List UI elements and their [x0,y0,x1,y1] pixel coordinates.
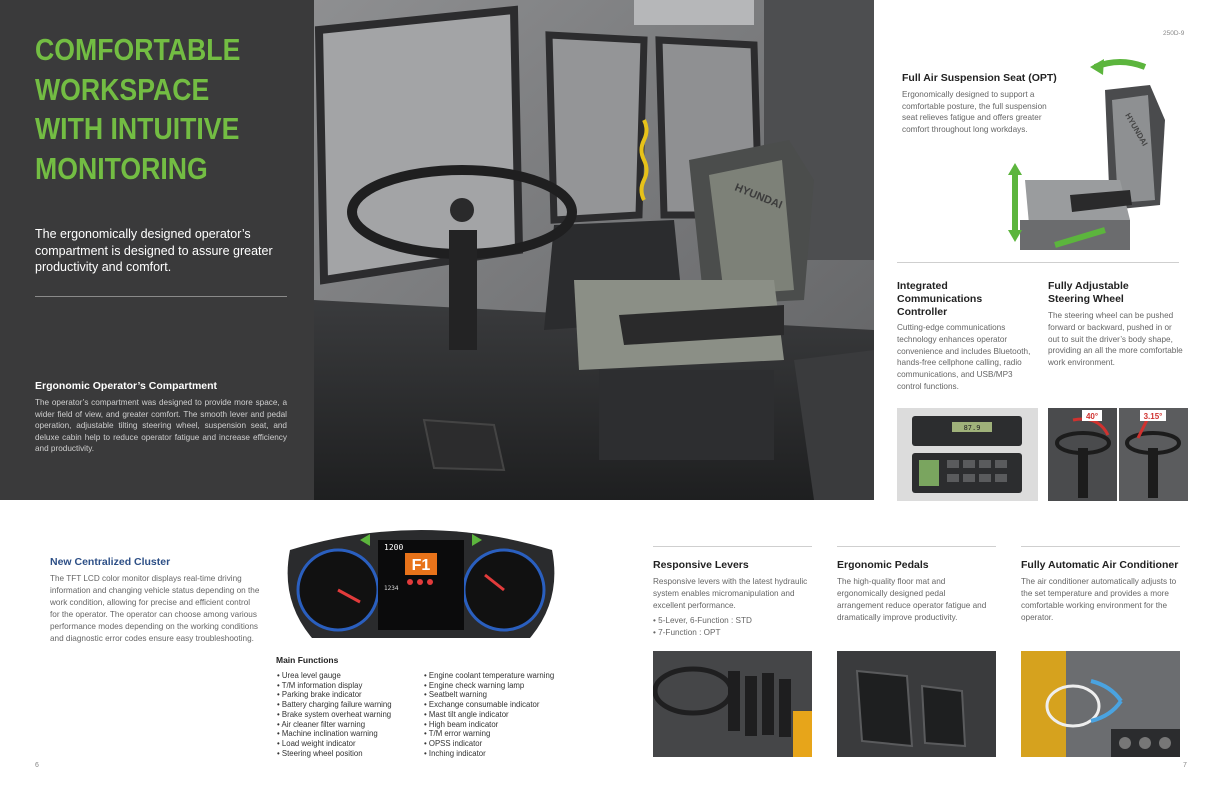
radio-display: 87.9 [964,424,981,432]
levers-photo [653,651,812,757]
seat-body: Ergonomically designed to support a comf… [902,90,1047,135]
divider [653,546,812,547]
list-item: OPSS indicator [424,739,574,749]
lead-paragraph: The ergonomically designed operator’s co… [35,227,273,274]
main-functions-title: Main Functions [276,655,339,665]
list-item: High beam indicator [424,720,574,730]
list-item: T/M error warning [424,729,574,739]
left-panel [0,0,314,500]
page-headline: COMFORTABLE WORKSPACE WITH INTUITIVE MON… [35,32,241,186]
functions-list-right: Engine coolant temperature warning Engin… [424,671,574,758]
divider [1021,546,1180,547]
list-item: Engine coolant temperature warning [424,671,574,681]
cluster-image: 1200 F1 1234 [280,520,562,648]
list-item: Mast tilt angle indicator [424,710,574,720]
list-item: Machine inclination warning [277,729,422,739]
levers-bullets: 5-Lever, 6-Function : STD 7-Function : O… [653,615,813,639]
page-number-right: 7 [1183,762,1187,769]
communications-body: Cutting-edge communications technology e… [897,323,1031,391]
divider [897,262,1179,263]
list-item: Brake system overheat warning [277,710,422,720]
list-item: Air cleaner filter warning [277,720,422,730]
list-item: Battery charging failure warning [277,700,422,710]
page-number-left: 6 [35,762,39,769]
aircon-photo [1021,651,1180,757]
communications-photo: 87.9 [897,408,1038,501]
pedals-photo [837,651,996,757]
aircon-body: The air conditioner automatically adjust… [1021,577,1177,622]
functions-list-left: Urea level gauge T/M information display… [277,671,422,758]
list-item: T/M information display [277,681,422,691]
tilt-angle-label: 40° [1086,412,1098,421]
cluster-rpm: 1200 [384,543,403,552]
list-item: Steering wheel position [277,749,422,759]
cluster-gear: F1 [412,557,431,574]
list-item: Load weight indicator [277,739,422,749]
seat-title: Full Air Suspension Seat (OPT) [902,72,1057,84]
list-item: Urea level gauge [277,671,422,681]
steering-photo: 40° 3.15° [1048,408,1188,501]
list-item: 5-Lever, 6-Function : STD [653,615,813,627]
list-item: Engine check warning lamp [424,681,574,691]
cluster-title: New Centralized Cluster [50,556,171,568]
cluster-hours: 1234 [384,585,399,592]
divider [35,296,287,297]
steering-title: Fully Adjustable Steering Wheel [1048,280,1129,305]
levers-body: Responsive levers with the latest hydrau… [653,577,808,610]
pedals-body: The high-quality floor mat and ergonomic… [837,577,987,622]
model-label: 250D-9 [1163,30,1185,37]
list-item: Exchange consumable indicator [424,700,574,710]
levers-title: Responsive Levers [653,559,749,571]
seat-image: HYUNDAI [1000,55,1190,255]
compartment-title: Ergonomic Operator’s Compartment [35,380,218,392]
list-item: Parking brake indicator [277,690,422,700]
compartment-body: The operator’s compartment was designed … [35,398,287,453]
list-item: Inching indicator [424,749,574,759]
steering-body: The steering wheel can be pushed forward… [1048,311,1183,368]
list-item: 7-Function : OPT [653,627,813,639]
cluster-body: The TFT LCD color monitor displays real-… [50,574,260,643]
telescopic-angle-label: 3.15° [1144,412,1163,421]
cabin-photo: HYUNDAI [314,0,874,500]
list-item: Seatbelt warning [424,690,574,700]
divider [837,546,996,547]
pedals-title: Ergonomic Pedals [837,559,929,571]
aircon-title: Fully Automatic Air Conditioner [1021,559,1179,571]
communications-title: Integrated Communications Controller [897,280,983,318]
cabin-illustration: HYUNDAI [314,0,874,500]
